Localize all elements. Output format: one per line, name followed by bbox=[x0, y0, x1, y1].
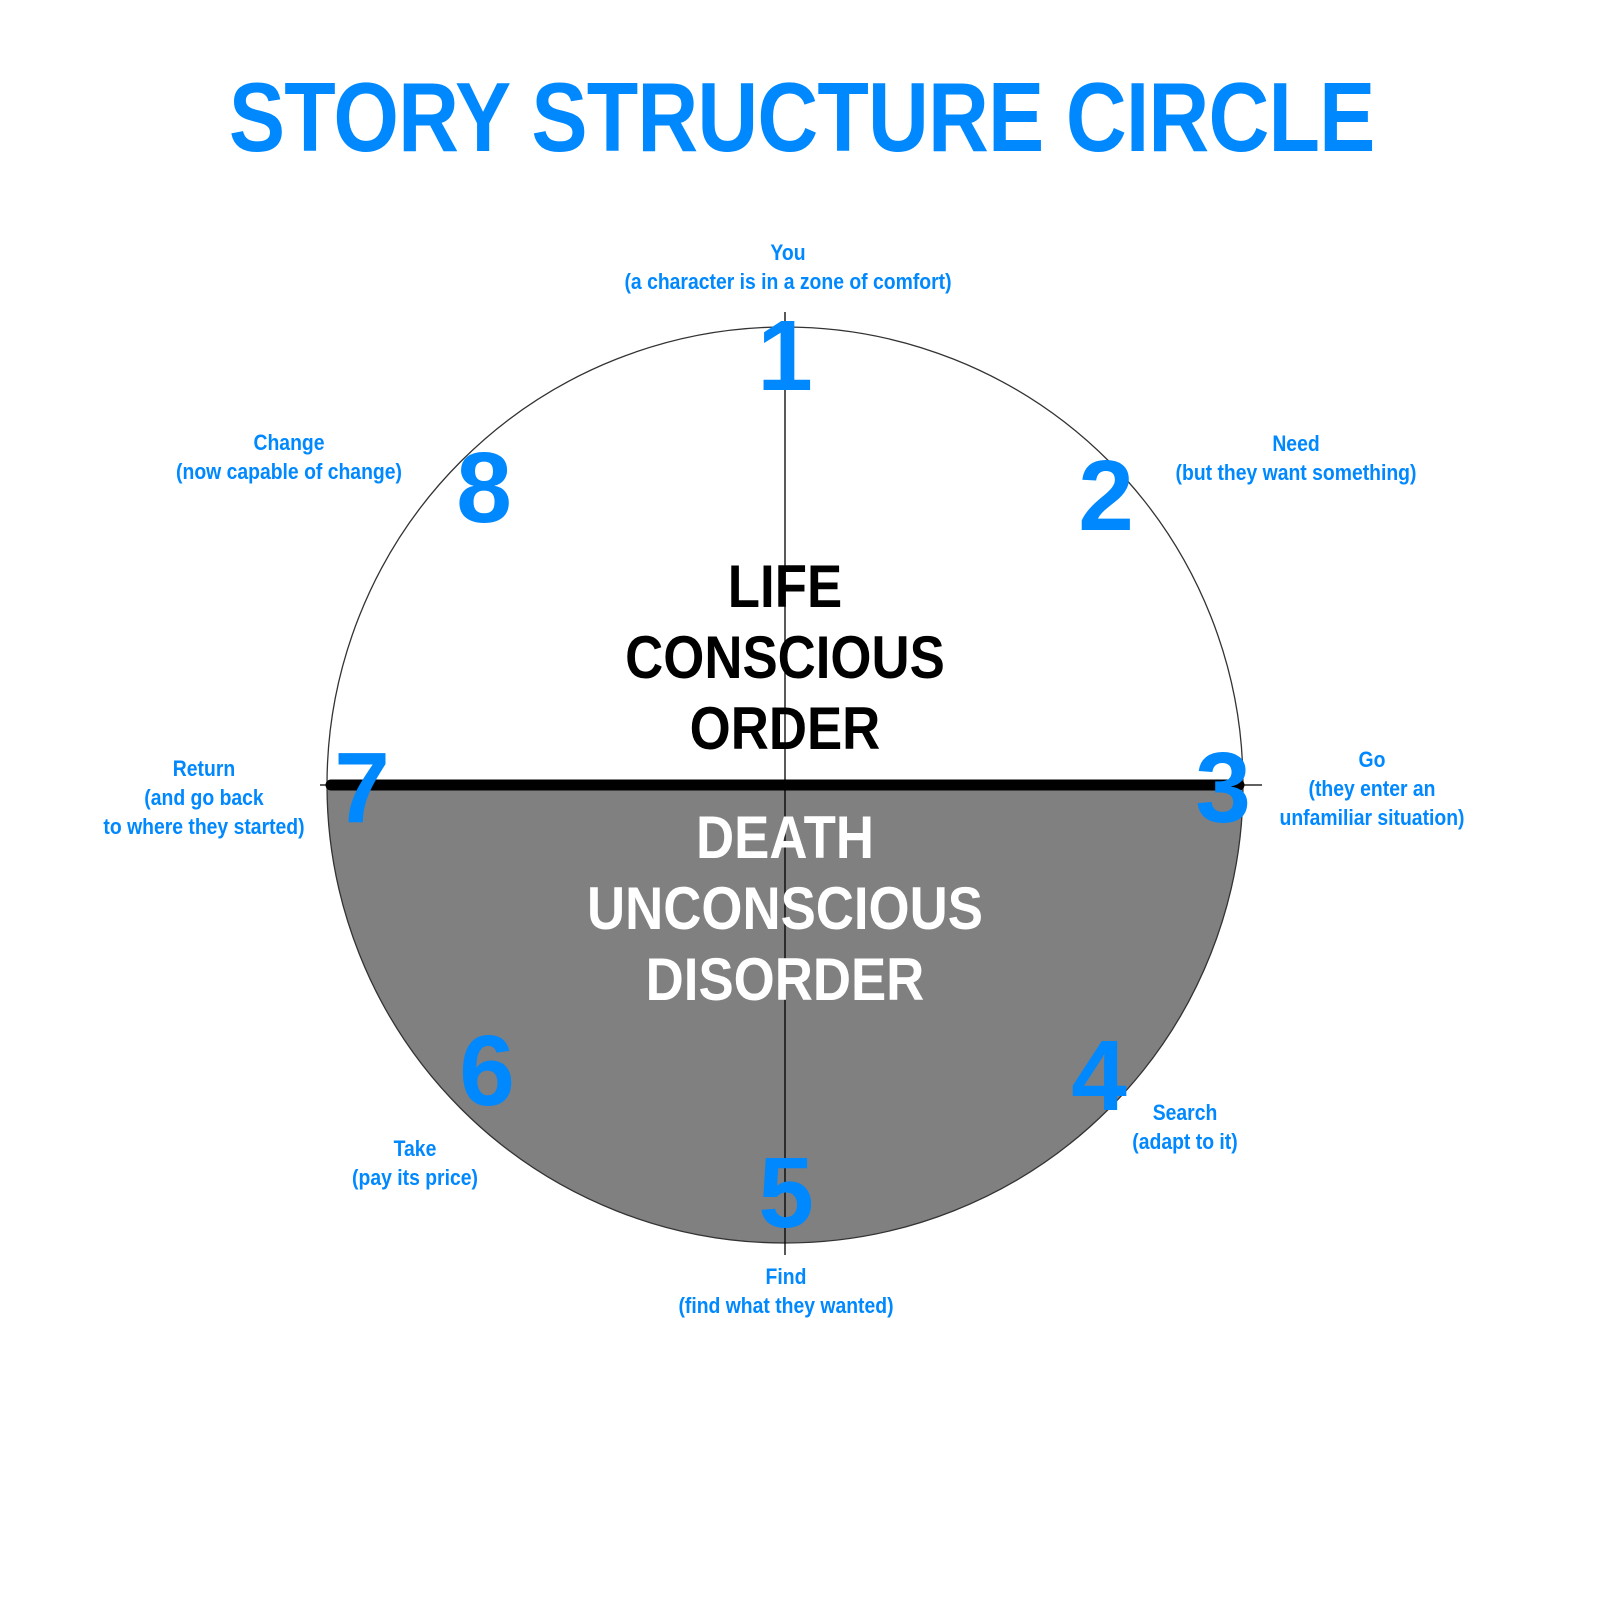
step-number-7: 7 bbox=[334, 732, 390, 844]
step-description: (find what they wanted) bbox=[678, 1293, 894, 1318]
step-number-4: 4 bbox=[1071, 1020, 1127, 1132]
step-number-3: 3 bbox=[1195, 732, 1251, 844]
step-number-5: 5 bbox=[758, 1137, 814, 1249]
step-number-6: 6 bbox=[459, 1015, 515, 1127]
upper-zone-line: ORDER bbox=[690, 695, 881, 762]
step-description: (but they want something) bbox=[1175, 460, 1417, 485]
step-name: Return bbox=[172, 756, 236, 781]
upper-zone-text: LIFE CONSCIOUS ORDER bbox=[625, 553, 945, 762]
step-number-8: 8 bbox=[456, 432, 512, 544]
step-label-7: Return (and go back to where they starte… bbox=[103, 754, 304, 841]
step-name: Change bbox=[253, 430, 325, 455]
step-label-2: Need (but they want something) bbox=[1176, 429, 1417, 487]
upper-zone-line: LIFE bbox=[728, 553, 842, 620]
diagram-title: STORY STRUCTURE CIRCLE bbox=[228, 62, 1375, 172]
step-label-3: Go (they enter an unfamiliar situation) bbox=[1279, 745, 1464, 832]
step-description: (a character is in a zone of comfort) bbox=[624, 269, 952, 294]
step-label-8: Change (now capable of change) bbox=[176, 428, 402, 486]
step-label-4: Search (adapt to it) bbox=[1132, 1098, 1237, 1156]
step-description: unfamiliar situation) bbox=[1279, 805, 1465, 830]
step-label-1: You (a character is in a zone of comfort… bbox=[624, 238, 951, 296]
upper-zone-line: CONSCIOUS bbox=[625, 624, 945, 691]
step-name: Go bbox=[1358, 747, 1386, 772]
step-description: (and go back bbox=[144, 785, 264, 810]
step-description: (now capable of change) bbox=[176, 459, 402, 484]
lower-zone-line: DISORDER bbox=[646, 946, 925, 1013]
step-label-5: Find (find what they wanted) bbox=[678, 1262, 893, 1320]
step-number-2: 2 bbox=[1078, 440, 1134, 552]
step-name: Find bbox=[765, 1264, 807, 1289]
step-description: (adapt to it) bbox=[1132, 1129, 1238, 1154]
step-name: Need bbox=[1272, 431, 1320, 456]
lower-zone-text: DEATH UNCONSCIOUS DISORDER bbox=[587, 804, 983, 1013]
step-name: Search bbox=[1152, 1100, 1218, 1125]
step-description: (they enter an bbox=[1308, 776, 1436, 801]
step-label-6: Take (pay its price) bbox=[352, 1134, 478, 1192]
step-description: to where they started) bbox=[103, 814, 305, 839]
step-number-1: 1 bbox=[757, 300, 813, 412]
step-description: (pay its price) bbox=[352, 1165, 478, 1190]
step-name: You bbox=[770, 240, 806, 265]
step-name: Take bbox=[393, 1136, 437, 1161]
lower-zone-line: UNCONSCIOUS bbox=[587, 875, 983, 942]
lower-zone-line: DEATH bbox=[696, 804, 874, 871]
